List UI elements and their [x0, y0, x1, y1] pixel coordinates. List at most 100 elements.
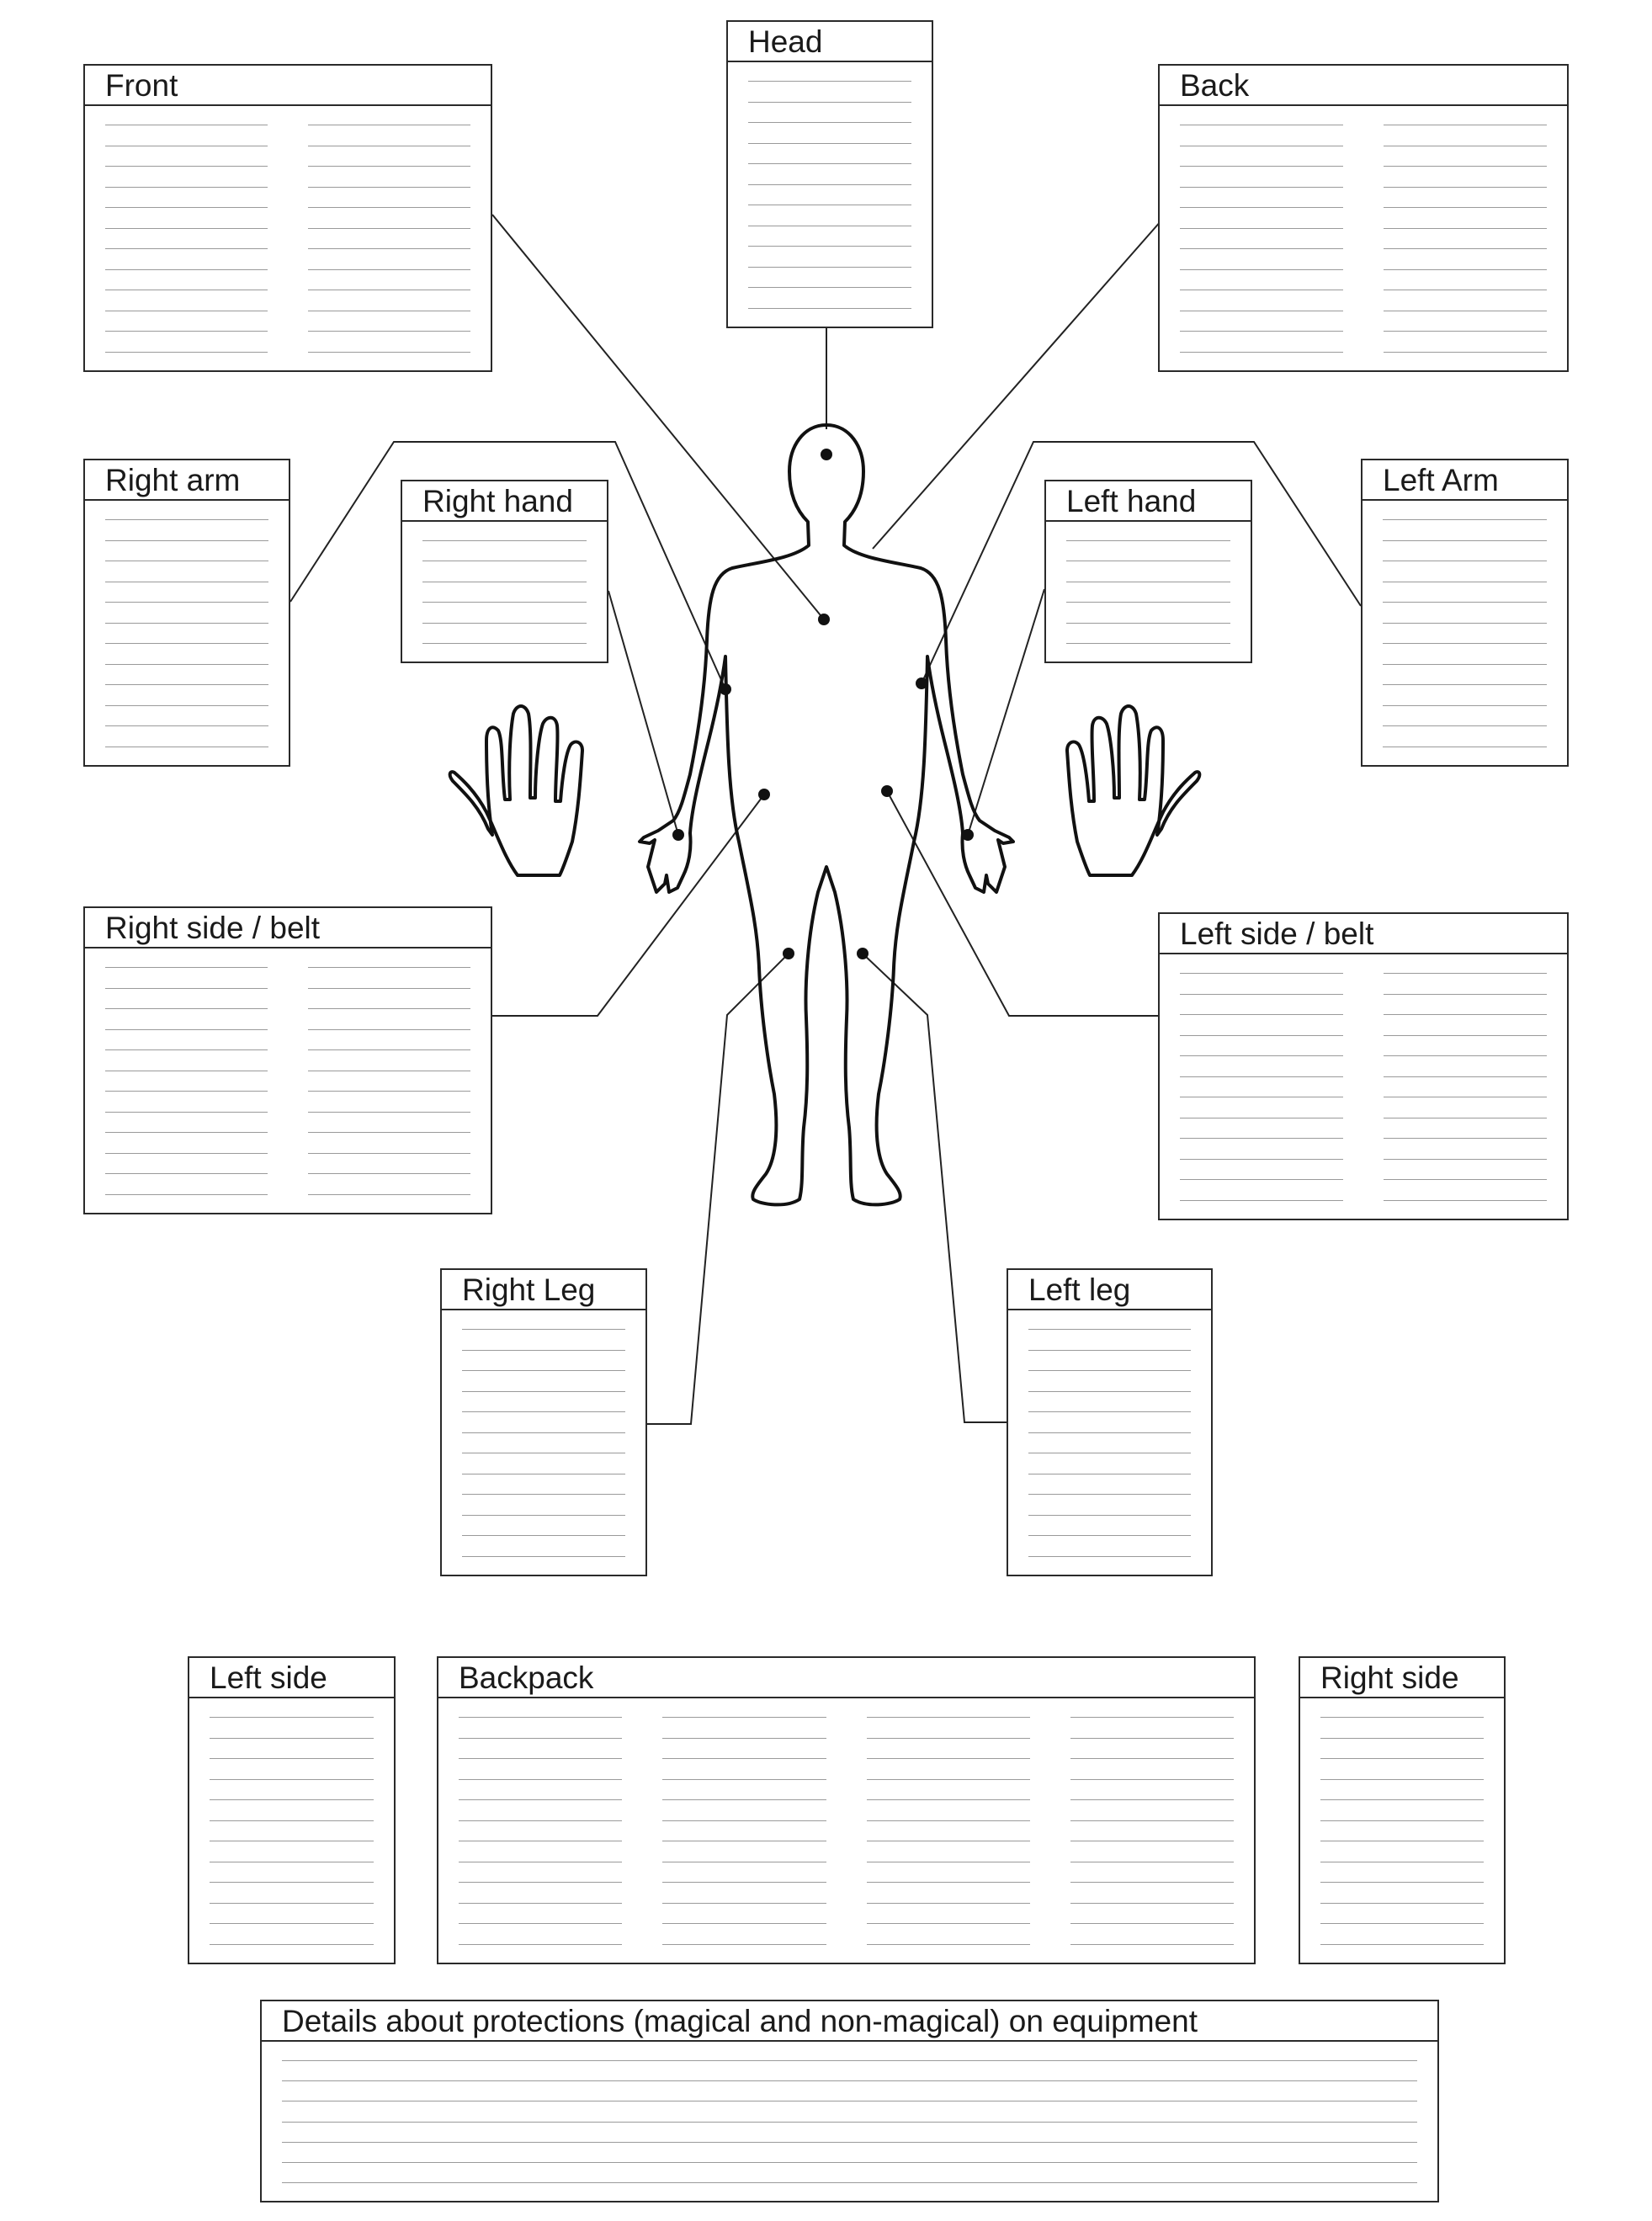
- marker-chest: [818, 614, 830, 625]
- writing-line: [210, 1902, 374, 1904]
- left-side-writing-lines[interactable]: [189, 1698, 394, 1963]
- writing-line: [105, 1132, 268, 1134]
- right-side-writing-lines[interactable]: [1300, 1698, 1504, 1963]
- writing-line: [210, 1944, 374, 1945]
- writing-line: [105, 663, 268, 665]
- writing-line: [1180, 207, 1343, 209]
- right-arm-box: Right arm: [83, 459, 290, 767]
- writing-line: [459, 1923, 623, 1925]
- writing-line: [459, 1778, 623, 1780]
- writing-line: [105, 1152, 268, 1154]
- writing-line: [1320, 1923, 1484, 1925]
- writing-line: [105, 987, 268, 989]
- marker-head: [821, 449, 832, 460]
- writing-line: [1028, 1556, 1191, 1557]
- writing-line: [1180, 227, 1343, 229]
- writing-column: [308, 948, 470, 1213]
- writing-column: [1180, 106, 1343, 370]
- writing-line: [1066, 540, 1230, 541]
- writing-line: [1180, 1138, 1343, 1140]
- writing-line: [308, 987, 470, 989]
- writing-line: [1070, 1923, 1234, 1925]
- writing-line: [282, 2141, 1417, 2143]
- body-outline: [638, 423, 1015, 1207]
- right-leg-writing-lines[interactable]: [442, 1310, 645, 1575]
- writing-line: [210, 1820, 374, 1821]
- writing-line: [308, 166, 470, 167]
- writing-line: [748, 287, 911, 289]
- back-writing-lines[interactable]: [1160, 106, 1567, 370]
- writing-line: [105, 186, 268, 188]
- backpack-writing-lines[interactable]: [438, 1698, 1254, 1963]
- writing-line: [662, 1820, 826, 1821]
- writing-column: [459, 1698, 623, 1963]
- writing-line: [866, 1902, 1030, 1904]
- left-loose-hand: [1065, 704, 1202, 877]
- writing-line: [1383, 704, 1547, 706]
- connector-left-side-belt: [886, 790, 1158, 1017]
- front-writing-lines[interactable]: [85, 106, 491, 370]
- writing-line: [1070, 1820, 1234, 1821]
- writing-line: [459, 1758, 623, 1760]
- writing-line: [105, 1008, 268, 1010]
- writing-line: [1320, 1882, 1484, 1884]
- left-leg-writing-lines[interactable]: [1008, 1310, 1211, 1575]
- writing-line: [662, 1799, 826, 1801]
- writing-line: [210, 1717, 374, 1718]
- writing-line: [866, 1799, 1030, 1801]
- writing-line: [1383, 725, 1547, 727]
- front-box: Front: [83, 64, 492, 372]
- writing-line: [105, 1194, 268, 1195]
- writing-line: [1384, 352, 1547, 353]
- writing-line: [1180, 248, 1343, 250]
- writing-line: [105, 1111, 268, 1113]
- writing-line: [1384, 207, 1547, 209]
- right-side-belt-writing-lines[interactable]: [85, 948, 491, 1213]
- writing-line: [105, 539, 268, 541]
- writing-line: [1070, 1902, 1234, 1904]
- marker-left-hip: [881, 785, 893, 797]
- marker-left-hand: [962, 829, 974, 841]
- writing-line: [748, 122, 911, 124]
- protections-title: Details about protections (magical and n…: [262, 2001, 1437, 2042]
- writing-line: [462, 1349, 625, 1351]
- protections-writing-lines[interactable]: [262, 2042, 1437, 2201]
- left-side-belt-writing-lines[interactable]: [1160, 954, 1567, 1219]
- writing-column: [1066, 522, 1230, 662]
- writing-line: [1070, 1737, 1234, 1739]
- head-writing-lines[interactable]: [728, 62, 932, 327]
- left-hand-writing-lines[interactable]: [1046, 522, 1251, 662]
- writing-line: [866, 1882, 1030, 1884]
- writing-line: [308, 1194, 470, 1195]
- left-arm-writing-lines[interactable]: [1363, 501, 1567, 765]
- left-side-belt-box: Left side / belt: [1158, 912, 1569, 1220]
- writing-line: [105, 331, 268, 332]
- writing-line: [1180, 1200, 1343, 1201]
- writing-line: [1320, 1778, 1484, 1780]
- writing-line: [1320, 1758, 1484, 1760]
- writing-line: [1180, 166, 1343, 167]
- writing-line: [308, 1111, 470, 1113]
- writing-line: [308, 1049, 470, 1051]
- marker-right-hip: [758, 789, 770, 800]
- right-leg-title: Right Leg: [442, 1270, 645, 1310]
- right-arm-writing-lines[interactable]: [85, 501, 289, 765]
- right-side-title: Right side: [1300, 1658, 1504, 1698]
- writing-line: [462, 1494, 625, 1496]
- writing-line: [1384, 973, 1547, 974]
- writing-line: [1180, 1076, 1343, 1077]
- writing-line: [748, 246, 911, 247]
- writing-line: [866, 1758, 1030, 1760]
- writing-line: [308, 331, 470, 332]
- writing-line: [462, 1556, 625, 1557]
- writing-column: [105, 501, 268, 765]
- writing-line: [1028, 1411, 1191, 1413]
- right-hand-writing-lines[interactable]: [402, 522, 607, 662]
- writing-line: [105, 643, 268, 645]
- writing-line: [1320, 1902, 1484, 1904]
- right-leg-box: Right Leg: [440, 1268, 647, 1576]
- writing-line: [1384, 1055, 1547, 1057]
- writing-line: [105, 602, 268, 603]
- right-hand-box: Right hand: [401, 480, 608, 663]
